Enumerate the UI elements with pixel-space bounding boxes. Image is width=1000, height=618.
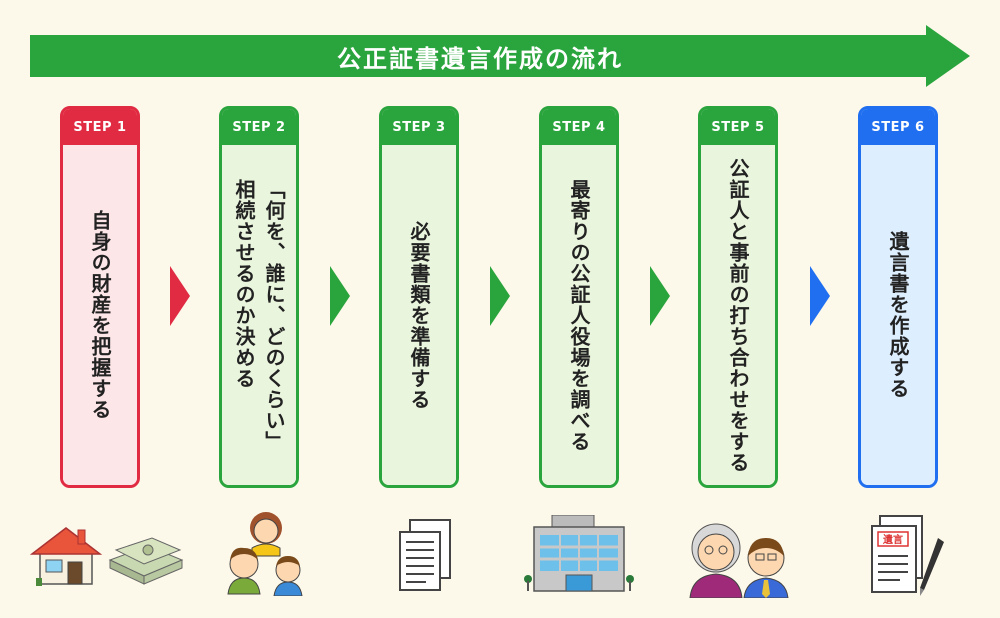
- client-man-icon: [743, 538, 789, 598]
- flow-title: 公正証書遺言作成の流れ: [337, 44, 623, 73]
- step-1-card: STEP 1 自身の財産を把握する: [60, 106, 140, 488]
- step-arrow-4: [650, 266, 670, 326]
- step-1-text: 自身の財産を把握する: [88, 210, 112, 420]
- will-stamp-label: 遺言: [882, 533, 903, 546]
- step-6-label: STEP 6: [861, 109, 935, 145]
- step-5-text: 公証人と事前の打ち合わせをする: [726, 157, 750, 473]
- notary-elder-icon: [689, 523, 743, 598]
- step-2-card: STEP 2 「何を、誰に、どのくらい」 相続させるのか決める: [219, 106, 299, 488]
- step-arrow-1: [170, 266, 190, 326]
- step-1-label: STEP 1: [63, 109, 137, 145]
- step-3-card: STEP 3 必要書類を準備する: [379, 106, 459, 488]
- step-3-label: STEP 3: [382, 109, 456, 145]
- step-5-label: STEP 5: [701, 109, 775, 145]
- flow-title-banner: 公正証書遺言作成の流れ: [30, 25, 970, 87]
- documents-icon: [399, 519, 451, 591]
- will-document-pen-icon: 遺言: [871, 515, 944, 596]
- woman-icon: [250, 512, 282, 557]
- step-3-text: 必要書類を準備する: [407, 220, 431, 410]
- house-icon: [30, 527, 103, 586]
- banner-arrow-shape: [30, 25, 970, 87]
- step-arrow-3: [490, 266, 510, 326]
- step-5-card: STEP 5 公証人と事前の打ち合わせをする: [698, 106, 778, 488]
- office-building-icon: [524, 515, 634, 592]
- step-4-text: 最寄りの公証人役場を調べる: [567, 178, 591, 452]
- man-icon: [227, 547, 261, 595]
- step-2-text: 「何を、誰に、どのくらい」 相続させるのか決める: [232, 178, 286, 452]
- step-6-card: STEP 6 遺言書を作成する: [858, 106, 938, 488]
- step-2-label: STEP 2: [222, 109, 296, 145]
- step-arrow-2: [330, 266, 350, 326]
- meeting-people-icon: [689, 523, 789, 598]
- boy-icon: [273, 556, 303, 596]
- step-4-card: STEP 4 最寄りの公証人役場を調べる: [539, 106, 619, 488]
- step-arrow-5: [810, 266, 830, 326]
- pen-icon: [920, 538, 944, 590]
- money-stack-icon: [108, 537, 184, 585]
- family-icon: [227, 512, 303, 596]
- step-4-label: STEP 4: [542, 109, 616, 145]
- step-6-text: 遺言書を作成する: [886, 231, 910, 399]
- house-and-money-icon: [30, 527, 184, 586]
